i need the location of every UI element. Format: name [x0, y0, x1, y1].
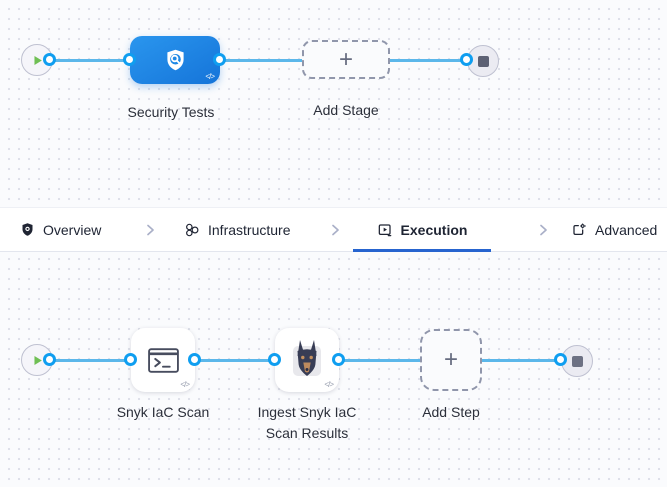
- step-label: Ingest Snyk IaC Scan Results: [257, 404, 357, 441]
- connector-port: [332, 353, 345, 366]
- stage-node-security-tests[interactable]: </>: [130, 36, 220, 84]
- plus-icon: +: [443, 346, 458, 373]
- add-step-button[interactable]: +: [420, 329, 482, 391]
- code-icon: </>: [324, 380, 334, 389]
- shield-scan-icon: [162, 47, 189, 74]
- connector-port: [460, 53, 473, 66]
- code-icon: </>: [205, 72, 215, 81]
- step-label: Snyk IaC Scan: [116, 404, 210, 420]
- connector-port: [124, 353, 137, 366]
- cluster-icon: [184, 222, 200, 238]
- tab-advanced[interactable]: Advanced: [571, 208, 657, 251]
- connector-port: [43, 353, 56, 366]
- tab-overview[interactable]: Overview: [20, 208, 101, 251]
- box-gear-icon: [571, 222, 587, 238]
- chevron-right-icon: [328, 208, 342, 251]
- connector-port: [43, 53, 56, 66]
- play-square-icon: [377, 222, 393, 238]
- stop-icon: [477, 55, 489, 67]
- step-node-snyk-iac-scan[interactable]: </>: [131, 328, 195, 392]
- stage-label: Security Tests: [127, 104, 215, 120]
- add-step-label: Add Step: [422, 404, 480, 420]
- terminal-icon: [147, 346, 180, 375]
- tab-label: Advanced: [595, 221, 658, 238]
- tab-infrastructure[interactable]: Infrastructure: [184, 208, 290, 251]
- chevron-right-icon: [143, 208, 157, 251]
- tab-label: Overview: [43, 221, 102, 238]
- stage-tab-bar: Overview Infrastructure: [0, 207, 667, 252]
- stop-icon: [571, 355, 583, 367]
- connector-port: [188, 353, 201, 366]
- step-node-ingest-snyk-iac-scan-results[interactable]: </>: [275, 328, 339, 392]
- play-icon: [31, 354, 44, 367]
- tab-execution[interactable]: Execution: [353, 208, 491, 252]
- shield-icon: [20, 222, 35, 237]
- stage-connector-line: [50, 59, 469, 62]
- connector-port: [123, 53, 136, 66]
- tab-label: Infrastructure: [208, 221, 291, 238]
- tab-label: Execution: [400, 221, 468, 238]
- plus-icon: +: [338, 45, 353, 73]
- add-stage-button[interactable]: +: [302, 40, 390, 79]
- connector-port: [268, 353, 281, 366]
- code-icon: </>: [180, 380, 190, 389]
- doberman-icon: [287, 338, 327, 382]
- chevron-right-icon: [536, 208, 550, 251]
- play-icon: [31, 54, 44, 67]
- active-tab-underline: [353, 249, 491, 252]
- connector-port: [213, 53, 226, 66]
- connector-port: [554, 353, 567, 366]
- add-stage-label: Add Stage: [313, 102, 379, 118]
